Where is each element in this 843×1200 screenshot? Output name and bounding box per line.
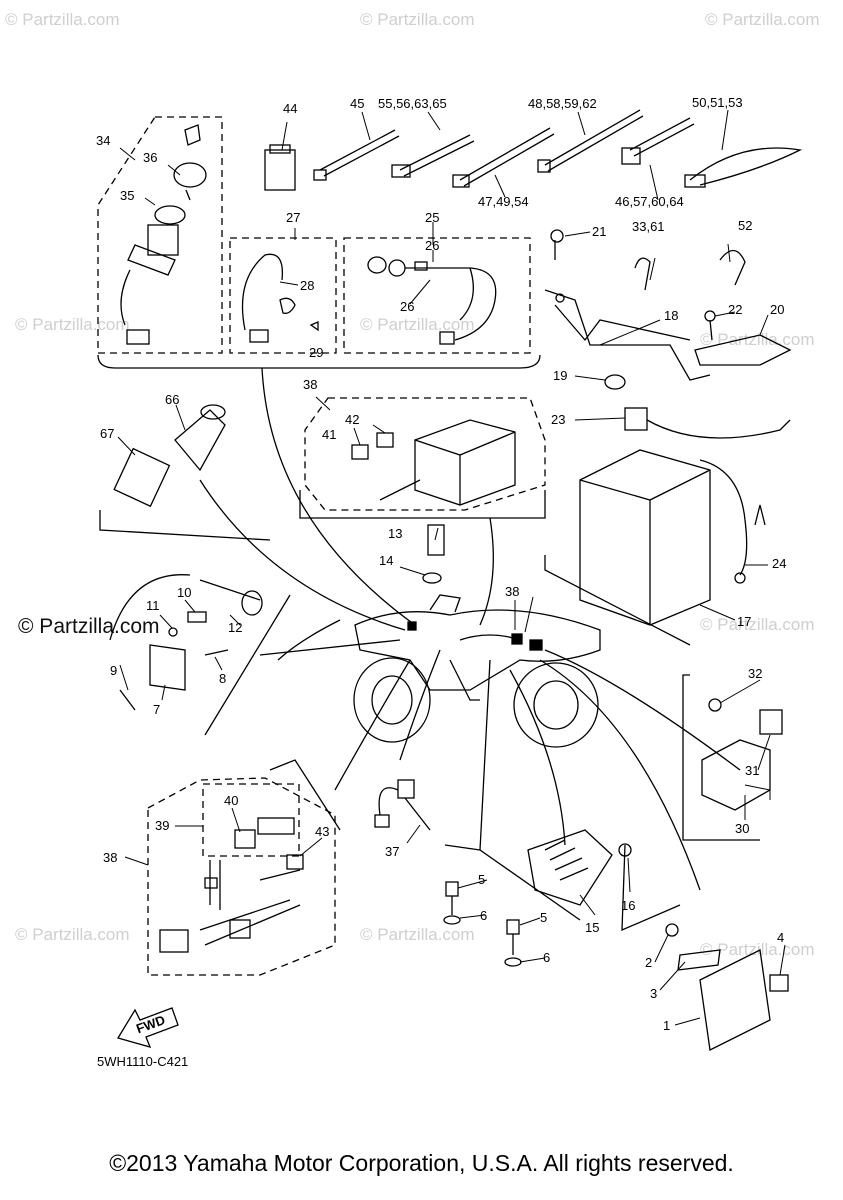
callout-38b: 38 bbox=[505, 584, 519, 599]
watermark: © Partzilla.com bbox=[15, 315, 130, 334]
watermark-layer: © Partzilla.com © Partzilla.com © Partzi… bbox=[5, 10, 820, 959]
callouts: 44 45 55,56,63,65 48,58,59,62 50,51,53 4… bbox=[96, 95, 786, 1033]
callout-35: 35 bbox=[120, 188, 134, 203]
watermark: © Partzilla.com bbox=[705, 10, 820, 29]
main-switch bbox=[120, 124, 207, 345]
cable-ties bbox=[313, 109, 803, 188]
copyright-footer: ©2013 Yamaha Motor Corporation, U.S.A. A… bbox=[109, 1150, 734, 1176]
bolts bbox=[443, 881, 522, 967]
callout-20: 20 bbox=[770, 302, 784, 317]
connector-44 bbox=[264, 144, 296, 191]
callout-45: 45 bbox=[350, 96, 364, 111]
callout-52: 52 bbox=[738, 218, 752, 233]
group-brackets bbox=[97, 354, 760, 932]
rectifier-regulator bbox=[527, 829, 632, 906]
callout-26a: 26 bbox=[425, 238, 439, 253]
callout-8: 8 bbox=[219, 671, 226, 686]
callout-10: 10 bbox=[177, 585, 191, 600]
callout-34: 34 bbox=[96, 133, 110, 148]
fuse-box bbox=[351, 419, 516, 506]
watermark: © Partzilla.com bbox=[360, 925, 475, 944]
callout-17: 17 bbox=[737, 614, 751, 629]
watermark: © Partzilla.com bbox=[15, 925, 130, 944]
callout-5b: 5 bbox=[540, 910, 547, 925]
watermark: © Partzilla.com bbox=[700, 330, 815, 349]
atv-vehicle bbox=[353, 594, 601, 748]
diagram-code: 5WH1110-C421 bbox=[97, 1054, 189, 1069]
fwd-arrow-icon bbox=[117, 1007, 179, 1048]
callout-19: 19 bbox=[553, 368, 567, 383]
callout-28: 28 bbox=[300, 278, 314, 293]
watermark-dark: © Partzilla.com bbox=[18, 615, 160, 638]
callout-39: 39 bbox=[155, 818, 169, 833]
group-outlines bbox=[97, 116, 546, 976]
callout-43: 43 bbox=[315, 824, 329, 839]
callout-27: 27 bbox=[286, 210, 300, 225]
watermark: © Partzilla.com bbox=[700, 615, 815, 634]
sensor-37 bbox=[374, 779, 431, 831]
watermark: © Partzilla.com bbox=[5, 10, 120, 29]
watermark: © Partzilla.com bbox=[360, 10, 475, 29]
callout-4: 4 bbox=[777, 930, 784, 945]
battery bbox=[579, 407, 791, 626]
wire-harness-25 bbox=[367, 256, 497, 345]
callout-13: 13 bbox=[388, 526, 402, 541]
callout-44: 44 bbox=[283, 101, 297, 116]
callout-46: 46,57,60,64 bbox=[615, 194, 684, 209]
callout-leaders bbox=[117, 109, 786, 1026]
bracket-18 bbox=[544, 229, 792, 390]
callout-14: 14 bbox=[379, 553, 393, 568]
callout-5a: 5 bbox=[478, 872, 485, 887]
callout-23: 23 bbox=[551, 412, 565, 427]
wire-harness-38 bbox=[159, 817, 304, 953]
callout-42: 42 bbox=[345, 412, 359, 427]
callout-6a: 6 bbox=[480, 908, 487, 923]
callout-38c: 38 bbox=[103, 850, 117, 865]
fwd-label: FWD bbox=[134, 1012, 167, 1036]
callout-6b: 6 bbox=[543, 950, 550, 965]
callout-15: 15 bbox=[585, 920, 599, 935]
cdi-unit bbox=[665, 923, 789, 1051]
callout-55: 55,56,63,65 bbox=[378, 96, 447, 111]
callout-41: 41 bbox=[322, 427, 336, 442]
callout-7: 7 bbox=[153, 702, 160, 717]
wire-harness-27 bbox=[241, 253, 319, 343]
callout-24: 24 bbox=[772, 556, 786, 571]
callout-50: 50,51,53 bbox=[692, 95, 743, 110]
callout-31: 31 bbox=[745, 763, 759, 778]
callout-29: 29 bbox=[309, 345, 323, 360]
callout-11: 11 bbox=[146, 598, 160, 613]
callout-33-61: 33,61 bbox=[632, 219, 665, 234]
watermark: © Partzilla.com bbox=[700, 940, 815, 959]
callout-18: 18 bbox=[664, 308, 678, 323]
callout-48: 48,58,59,62 bbox=[528, 96, 597, 111]
callout-1: 1 bbox=[663, 1018, 670, 1033]
callout-66: 66 bbox=[165, 392, 179, 407]
callout-37: 37 bbox=[385, 844, 399, 859]
callout-22: 22 bbox=[728, 302, 742, 317]
callout-38a: 38 bbox=[303, 377, 317, 392]
watermark: © Partzilla.com bbox=[360, 315, 475, 334]
socket-66 bbox=[113, 404, 226, 508]
coil-assembly bbox=[109, 574, 263, 711]
callout-32: 32 bbox=[748, 666, 762, 681]
callout-25: 25 bbox=[425, 210, 439, 225]
callout-2: 2 bbox=[645, 955, 652, 970]
callout-21: 21 bbox=[592, 224, 606, 239]
sensor-13 bbox=[422, 524, 445, 584]
callout-3: 3 bbox=[650, 986, 657, 1001]
callout-26b: 26 bbox=[400, 299, 414, 314]
callout-30: 30 bbox=[735, 821, 749, 836]
callout-9: 9 bbox=[110, 663, 117, 678]
callout-36: 36 bbox=[143, 150, 157, 165]
callout-40: 40 bbox=[224, 793, 238, 808]
callout-16: 16 bbox=[621, 898, 635, 913]
callout-12: 12 bbox=[228, 620, 242, 635]
callout-67: 67 bbox=[100, 426, 114, 441]
callout-47: 47,49,54 bbox=[478, 194, 529, 209]
